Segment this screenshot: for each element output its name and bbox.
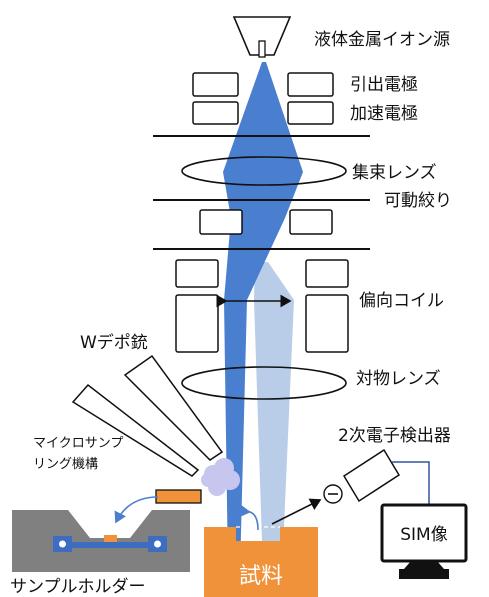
microsampling-label-line1: マイクロサンプ — [33, 436, 123, 451]
microsampling-probe — [71, 383, 200, 477]
condenser-lens-label: 集束レンズ — [352, 163, 437, 183]
sim-monitor-stand — [404, 561, 444, 569]
secondary-electron-detector-label: 2次電子検出器 — [338, 426, 451, 446]
micro-sample-piece — [155, 489, 202, 504]
deflected-beam — [254, 262, 294, 572]
objective-lens — [181, 366, 347, 400]
sim-image-label: SIM像 — [400, 525, 447, 545]
sample-holder-label: サンプルホルダー — [10, 577, 146, 597]
aperture-left — [199, 209, 243, 235]
deflection-coil-label: 偏向コイル — [359, 291, 444, 311]
deflection-coil-upper-left — [175, 259, 219, 288]
sample-label: 試料 — [239, 564, 283, 589]
extraction-electrode-left — [192, 72, 239, 97]
extraction-electrode-label: 引出電極 — [350, 75, 418, 95]
objective-lens-label: 対物レンズ — [356, 369, 441, 389]
acceleration-electrode-left — [192, 101, 239, 125]
microsampling-label-line2: リング機構 — [33, 457, 98, 472]
ion-beam — [223, 62, 303, 572]
electron-path-to-probe — [239, 504, 259, 531]
gas-cloud — [201, 458, 240, 496]
holder-left-clamp-hole — [59, 540, 66, 548]
sim-monitor-base — [399, 569, 449, 579]
aperture-right — [289, 209, 333, 235]
w-depo-gun — [123, 354, 224, 461]
sample-block — [204, 527, 318, 597]
detector-wire — [392, 461, 430, 505]
ion-source-tip — [258, 40, 266, 58]
w-depo-gun-label: Wデポ銃 — [80, 332, 148, 353]
ion-source-label: 液体金属イオン源 — [314, 30, 450, 50]
transfer-arrow — [114, 496, 159, 524]
ion-source-emitter — [232, 16, 292, 56]
holder-right-clamp-hole — [154, 540, 161, 548]
holder-grid-bar — [72, 542, 148, 548]
acceleration-electrode-right — [287, 101, 334, 125]
movable-aperture-label: 可動絞り — [384, 191, 452, 211]
secondary-electron-detector — [342, 448, 401, 503]
deflection-coil-upper-right — [305, 259, 349, 288]
sample-holder — [12, 510, 190, 572]
deflection-coil-lower-right — [305, 294, 349, 353]
electron-emission-arrow — [271, 498, 322, 525]
deflection-coil-lower-left — [175, 294, 219, 353]
condenser-lens — [181, 156, 347, 186]
acceleration-electrode-label: 加速電極 — [350, 104, 418, 124]
holder-mounted-sample — [104, 535, 117, 542]
extraction-electrode-right — [287, 72, 334, 97]
